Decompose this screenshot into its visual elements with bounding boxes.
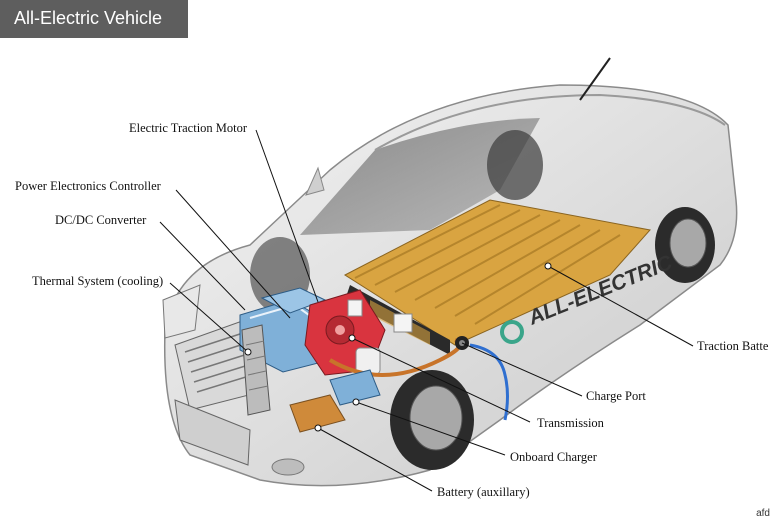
onboard-charger bbox=[329, 369, 381, 406]
callout-traction-battery: Traction Batte bbox=[697, 339, 769, 353]
coolant-reservoirs bbox=[347, 299, 413, 375]
leader-line-traction-battery bbox=[547, 265, 694, 347]
callout-power-electronics-controller: Power Electronics Controller bbox=[15, 179, 161, 193]
leader-line-dcdc bbox=[159, 221, 246, 311]
charging-cable bbox=[469, 343, 509, 421]
callout-charge-port: Charge Port bbox=[586, 389, 646, 403]
title-bar: All-Electric Vehicle bbox=[0, 0, 188, 38]
wheel-rear bbox=[655, 207, 715, 283]
leader-line-charge-port bbox=[461, 342, 583, 397]
callout-onboard-charger: Onboard Charger bbox=[510, 450, 597, 464]
leader-line-aux-battery bbox=[317, 427, 433, 492]
callout-electric-traction-motor: Electric Traction Motor bbox=[129, 121, 248, 135]
leader-dots bbox=[244, 262, 552, 432]
leader-lines bbox=[159, 129, 694, 492]
thermal-system bbox=[241, 324, 271, 416]
leader-line-onboard-charger bbox=[355, 401, 506, 456]
diagram-title: All-Electric Vehicle bbox=[14, 8, 163, 28]
callout-thermal-system: Thermal System (cooling) bbox=[32, 274, 164, 288]
credit-text: afd bbox=[756, 508, 770, 519]
leader-line-transmission bbox=[351, 337, 531, 423]
leader-line-motor bbox=[255, 129, 319, 303]
brand-logo-icon bbox=[500, 320, 524, 344]
callout-dcdc-converter: DC/DC Converter bbox=[55, 213, 147, 227]
wheel-rear-left bbox=[487, 130, 543, 200]
callout-battery-auxillary: Battery (auxillary) bbox=[437, 485, 530, 499]
leader-line-pec bbox=[175, 189, 291, 319]
callout-transmission: Transmission bbox=[537, 416, 604, 430]
wheel-front bbox=[390, 370, 474, 470]
auxiliary-battery bbox=[289, 394, 346, 433]
leader-line-thermal bbox=[169, 282, 249, 353]
